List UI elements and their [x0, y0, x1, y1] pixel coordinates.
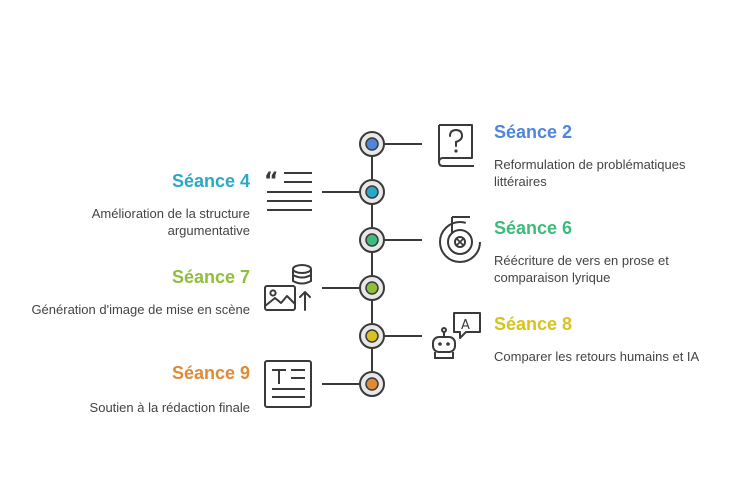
svg-text:“: “: [264, 169, 278, 194]
target-five-icon: [439, 216, 481, 263]
text-document-icon: [264, 360, 312, 408]
item-description-seance-7: Génération d'image de mise en scène: [31, 302, 250, 317]
item-title-seance-6: Séance 6: [494, 218, 573, 238]
timeline-node-dot-1: [365, 185, 379, 199]
timeline-node-dot-5: [365, 377, 379, 391]
timeline-node-dot-4: [365, 329, 379, 343]
robot-translate-icon: A: [432, 312, 481, 359]
image-database-icon: [264, 264, 312, 311]
item-description-seance-8: Comparer les retours humains et IA: [494, 349, 700, 364]
item-description-seance-4: Amélioration de la structure argumentati…: [91, 206, 250, 238]
timeline-node-dot-3: [365, 281, 379, 295]
timeline-node-dot-2: [365, 233, 379, 247]
item-title-seance-4: Séance 4: [171, 171, 250, 191]
timeline-node-dot-0: [365, 137, 379, 151]
item-title-seance-7: Séance 7: [171, 267, 250, 287]
svg-text:A: A: [461, 318, 470, 333]
item-description-seance-2: Reformulation de problématiques littérai…: [494, 157, 686, 189]
question-book-icon: [438, 124, 474, 167]
item-title-seance-9: Séance 9: [171, 363, 250, 383]
item-title-seance-8: Séance 8: [494, 314, 573, 334]
quote-text-icon: “: [264, 169, 312, 211]
item-title-seance-2: Séance 2: [494, 122, 573, 142]
item-description-seance-6: Réécriture de vers en prose et comparais…: [494, 253, 669, 285]
item-description-seance-9: Soutien à la rédaction finale: [89, 400, 250, 415]
